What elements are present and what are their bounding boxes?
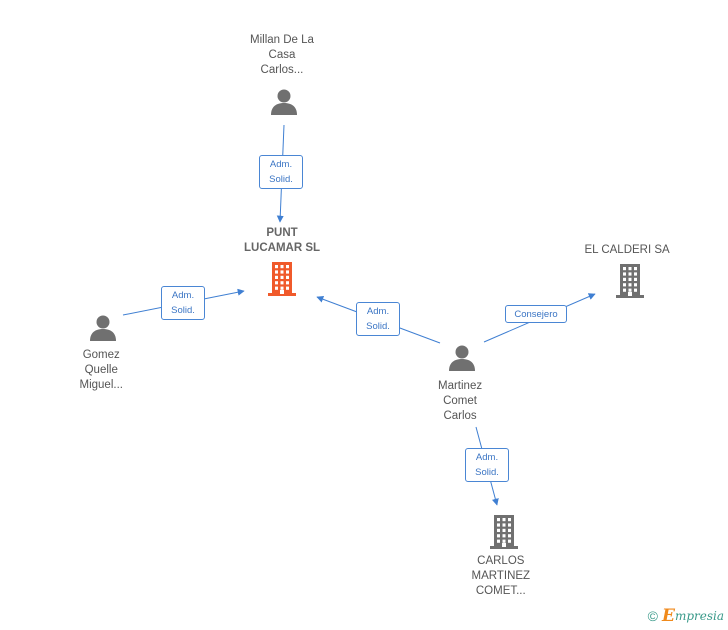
edge-role-line: Solid. [269, 174, 293, 185]
person-icon-martinez[interactable] [447, 343, 477, 373]
building-icon-carlos-co[interactable] [488, 514, 520, 550]
node-label-line: Comet [443, 395, 477, 407]
edge-role-line: Adm. [269, 159, 293, 170]
node-label-line: Carlos... [260, 64, 304, 76]
building-icon-calderi[interactable] [614, 263, 646, 299]
brand-logo-name: mpresia [674, 609, 724, 623]
edge-role-line: Adm. [475, 452, 499, 463]
person-icon-gomez[interactable] [88, 313, 118, 343]
edge-role-line: Adm. [366, 306, 390, 317]
copyright-symbol: © [647, 608, 658, 624]
node-label-line: Millan De La [250, 34, 314, 46]
person-icon-millan[interactable] [269, 87, 299, 117]
node-label-line: Gomez [82, 349, 120, 361]
edge-role-badge[interactable]: Adm. Solid. [259, 155, 303, 189]
edge-role-badge[interactable]: Adm. Solid. [465, 448, 509, 482]
node-label-line: COMET... [475, 585, 526, 597]
node-label-punt[interactable]: PUNT LUCAMAR SL [244, 226, 320, 256]
edge-role-line: Consejero [514, 309, 558, 320]
node-label-line: CARLOS [477, 555, 525, 567]
node-label-calderi[interactable]: EL CALDERI SA [585, 243, 670, 258]
node-label-line: Quelle [84, 364, 118, 376]
brand-logo-initial: E [661, 606, 675, 626]
node-label-line: PUNT [266, 227, 298, 239]
footer-branding: © E mpresia [648, 606, 724, 626]
node-label-line: EL CALDERI SA [584, 244, 670, 256]
node-label-carlos-co[interactable]: CARLOS MARTINEZ COMET... [472, 554, 531, 599]
edge-role-line: Solid. [366, 321, 390, 332]
node-label-line: MARTINEZ [471, 570, 531, 582]
building-icon-punt[interactable] [266, 261, 298, 297]
edge-role-badge[interactable]: Adm. Solid. [161, 286, 205, 320]
node-label-line: LUCAMAR SL [244, 242, 321, 254]
edge-role-line: Solid. [475, 467, 499, 478]
edge-role-line: Adm. [171, 290, 195, 301]
node-label-line: Miguel... [79, 379, 123, 391]
edge-role-line: Solid. [171, 305, 195, 316]
node-label-line: Casa [268, 49, 296, 61]
edge-role-badge[interactable]: Adm. Solid. [356, 302, 400, 336]
edge-role-badge[interactable]: Consejero [505, 305, 567, 323]
node-label-line: Carlos [443, 410, 477, 422]
node-label-line: Martinez [438, 380, 483, 392]
